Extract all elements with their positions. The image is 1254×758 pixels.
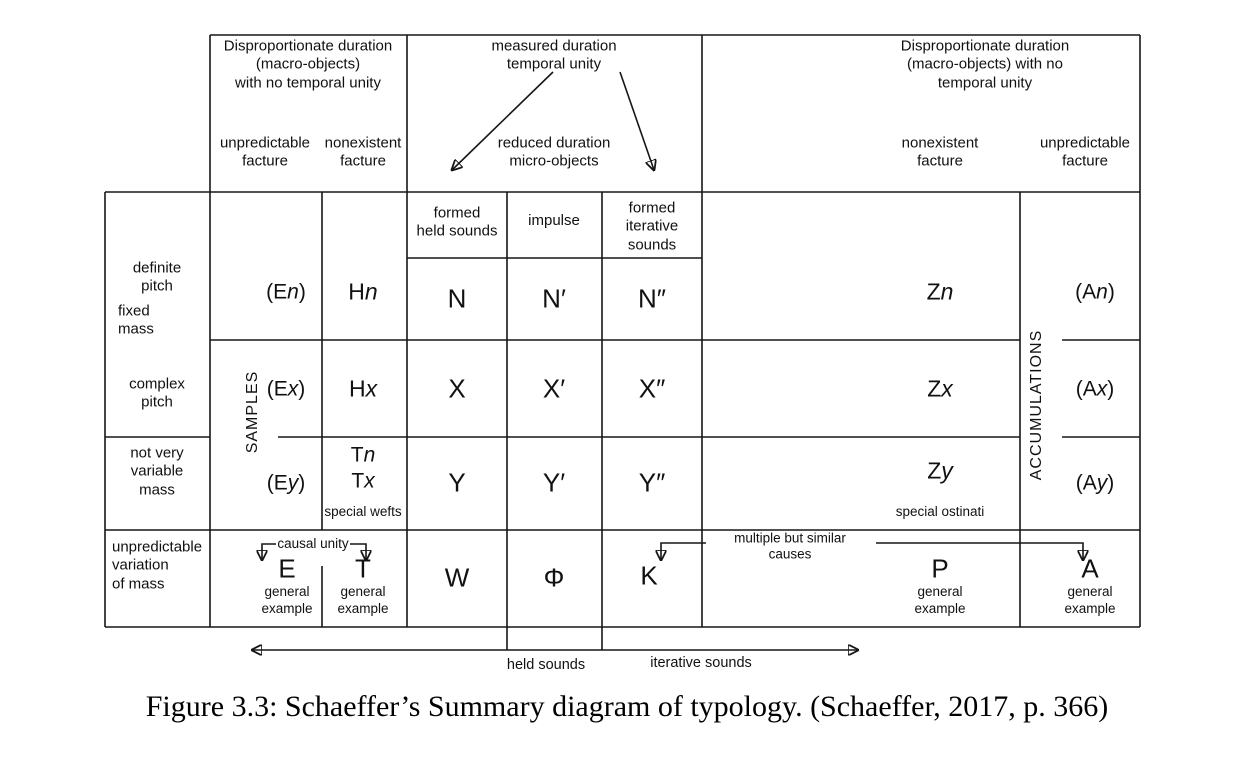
cell-N: N [447,283,467,314]
col-header-nonexistent-facture-right: nonexistent facture [901,134,979,170]
label-held-sounds: held sounds [506,657,586,674]
cell-Phi: Φ [543,562,565,593]
cell-A: A [1081,553,1099,584]
cell-Ey: (Ey) [266,471,306,495]
header-arrows [452,71,654,170]
cell-X: X [448,373,466,404]
col-header-nonexistent-facture-left: nonexistent facture [324,134,402,170]
col-header-unpredictable-facture-right: unpredictable facture [1039,134,1131,170]
subheader-impulse: impulse [528,211,580,229]
cell-Tx: Tx [351,469,375,493]
figure-caption: Figure 3.3: Schaeffer’s Summary diagram … [145,690,1109,723]
causal-unity-bracket [262,543,366,560]
cell-Hx: Hx [348,375,378,402]
row-label-unpredictable-variation: unpredictable variation of mass [112,538,203,593]
cell-En: (En) [266,280,306,304]
col-header-unpredictable-facture-left: unpredictable facture [219,134,311,170]
annotation-multiple-causes: multiple but similar causes [734,530,846,562]
header-right-duration: Disproportionate duration (macro-objects… [900,37,1070,92]
general-example-E: general example [261,584,313,616]
cell-W: W [444,562,470,593]
label-iterative-sounds: iterative sounds [650,655,752,672]
general-example-T: general example [337,584,389,616]
cell-E: E [278,553,296,584]
cell-Zn: Zn [926,278,954,305]
cell-T: T [355,553,371,584]
row-label-fixed-mass: fixed mass [118,302,154,338]
note-special-wefts: special wefts [324,503,402,519]
cell-Y: Y [448,467,466,498]
subheader-formed-held-sounds: formed held sounds [416,204,498,240]
cell-Tn: Tn [350,443,376,467]
cell-Ay: (Ay) [1075,471,1115,495]
cell-N-prime: N′ [542,283,566,314]
cell-K: K [640,560,658,591]
cell-Ax: (Ax) [1075,377,1115,401]
col-header-reduced-duration: reduced duration micro-objects [497,134,611,170]
note-special-ostinati: special ostinati [895,503,985,519]
row-label-not-very-variable-mass: not very variable mass [130,444,184,499]
cell-P: P [931,553,949,584]
cell-Zx: Zx [927,375,953,402]
row-label-complex-pitch: complex pitch [129,375,185,411]
cell-Zy: Zy [927,457,953,484]
row-label-definite-pitch: definite pitch [132,259,182,295]
table-grid-lines [104,34,1141,628]
cell-Y-double-prime: Y″ [638,467,666,498]
header-middle-duration: measured duration temporal unity [491,37,617,73]
cell-An: (An) [1075,280,1115,304]
annotation-causal-unity: causal unity [277,535,349,551]
held-iterative-arrow [252,627,858,650]
cell-Ex: (Ex) [266,377,306,401]
vertical-label-samples: SAMPLES [244,370,262,454]
cell-X-double-prime: X″ [638,373,666,404]
general-example-A: general example [1064,584,1116,616]
cell-N-double-prime: N″ [638,283,666,314]
subheader-formed-iterative-sounds: formed iterative sounds [625,199,679,254]
vertical-label-accumulations: ACCUMULATIONS [1028,329,1046,481]
cell-Y-prime: Y′ [542,467,566,498]
general-example-P: general example [914,584,966,616]
cell-X-prime: X′ [542,373,566,404]
multiple-causes-bracket [661,542,1083,560]
header-left-duration: Disproportionate duration (macro-objects… [223,37,393,92]
cell-Hn: Hn [348,278,378,305]
